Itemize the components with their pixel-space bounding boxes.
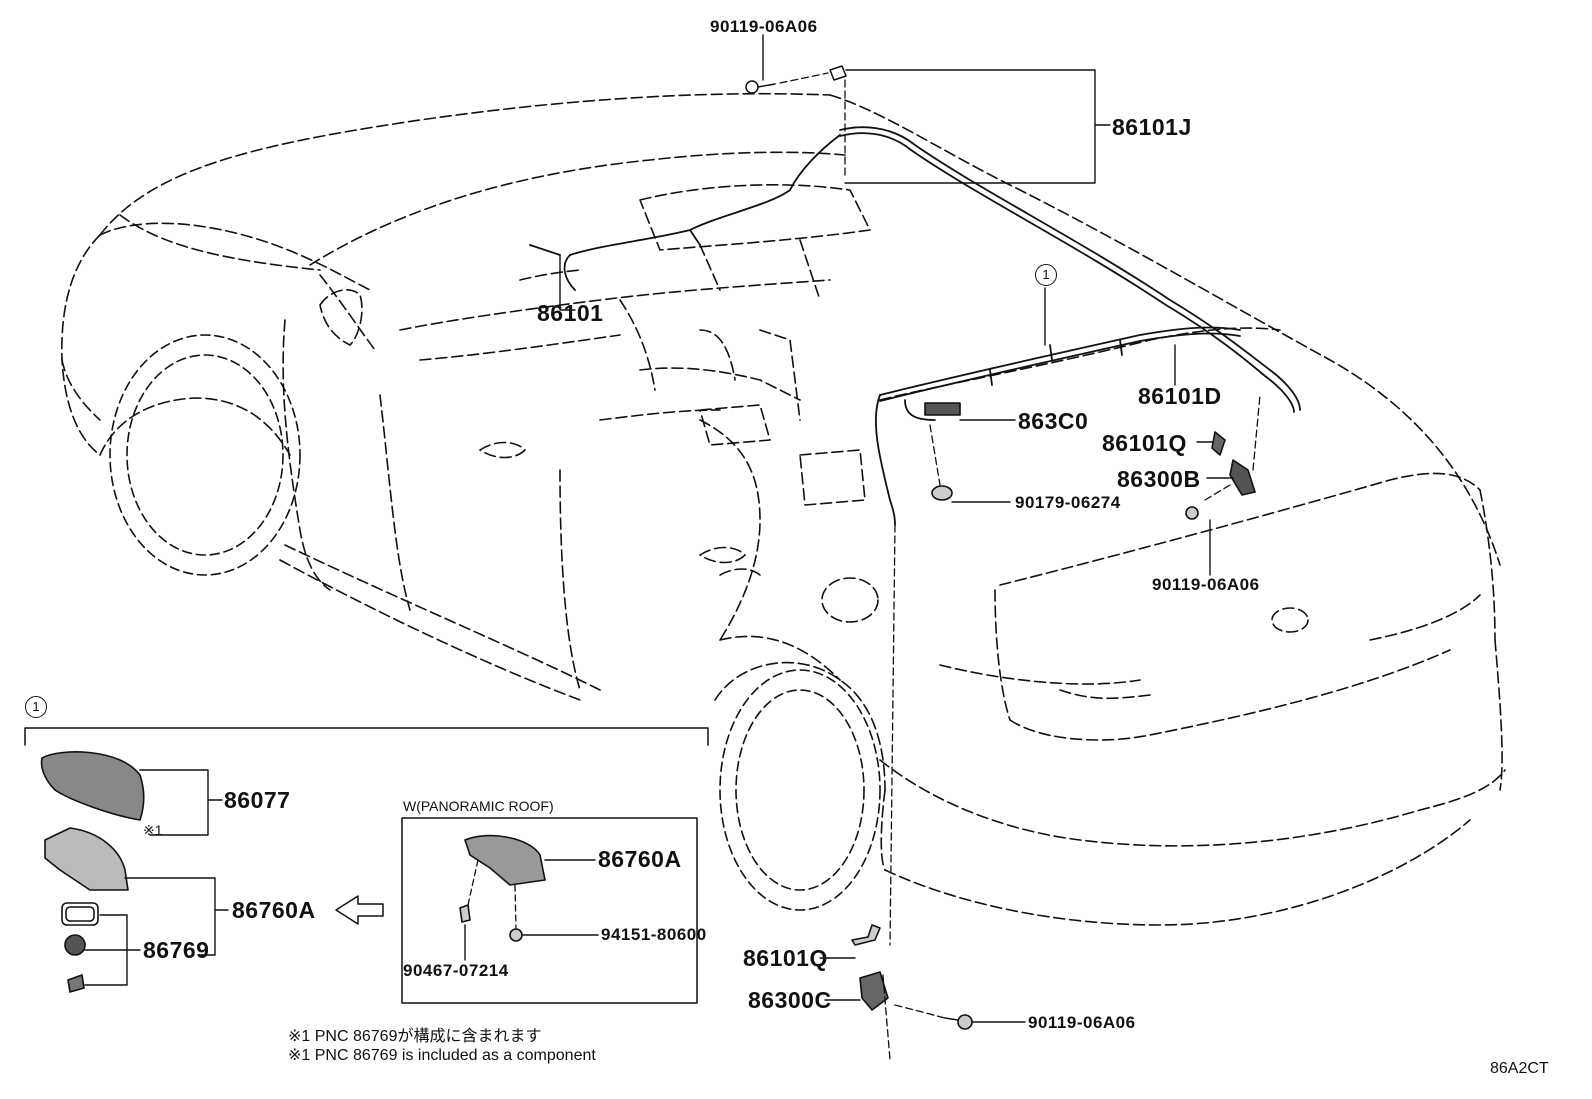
detail-circle-1: 1 [25,696,47,718]
antenna-cable-roof [529,126,1301,413]
panoramic-leaders [464,859,599,961]
amplifier-86300C [859,971,889,1011]
label-90119-bottom: 90119-06A06 [1028,1013,1136,1032]
gasket-86769 [61,902,99,926]
label-86300C: 86300C [748,987,832,1013]
callout-circle-1: 1 [1035,264,1057,286]
nut-86769 [64,934,86,956]
note-english: ※1 PNC 86769 is included as a component [288,1047,596,1064]
ref-note-mark: ※1 [143,822,163,838]
label-86300B: 86300B [1117,466,1201,492]
label-863C0: 863C0 [1018,408,1089,434]
note-japanese: ※1 PNC 86769が構成に含まれます [288,1028,542,1045]
antenna-base-86760A-panoramic [464,834,546,886]
diagram-code: 86A2CT [1490,1060,1549,1077]
grommet-90179 [931,485,953,501]
clip-90467 [459,904,471,923]
bolt-90119-top [745,80,776,94]
label-86101Q-lower: 86101Q [743,945,828,971]
label-86101: 86101 [537,300,604,326]
panoramic-dashed [467,859,517,929]
label-90119-mid: 90119-06A06 [1152,575,1260,594]
bolt-90119-mid [1185,506,1199,520]
rear-wheel [719,669,881,911]
clip-86101J [829,65,847,81]
antenna-cable-trunk [874,326,1241,526]
label-90179: 90179-06274 [1015,493,1121,512]
detail-leaders [84,769,229,986]
label-86760A-box: 86760A [598,846,682,872]
label-86769: 86769 [143,937,210,963]
label-94151: 94151-80600 [601,925,707,944]
front-wheel [109,334,301,576]
screw-86769 [67,974,85,993]
nut-94151 [509,928,523,942]
bolt-90119-bottom [944,1014,973,1030]
panoramic-box-title: W(PANORAMIC ROOF) [403,798,554,814]
label-90119-top: 90119-06A06 [710,17,818,36]
leader-lines [559,34,1234,1023]
label-86077: 86077 [224,787,291,813]
clip-86101Q-upper [1211,431,1226,456]
amplifier-86300B [1229,459,1256,496]
direction-arrow [335,895,384,925]
antenna-base-86760A [44,827,129,891]
clip-86101Q-lower [851,924,881,946]
label-86101D: 86101D [1138,383,1222,409]
label-86101J: 86101J [1112,114,1192,140]
detail-panel-frame [24,727,709,746]
label-86760A-left: 86760A [232,897,316,923]
panoramic-roof-box [401,817,698,1004]
label-86101Q-upper: 86101Q [1102,430,1187,456]
shark-fin-cover-86077 [40,751,145,821]
label-90467: 90467-07214 [403,961,509,980]
assembly-dashed-lines [779,72,1261,1061]
connector-863C0 [924,402,961,416]
